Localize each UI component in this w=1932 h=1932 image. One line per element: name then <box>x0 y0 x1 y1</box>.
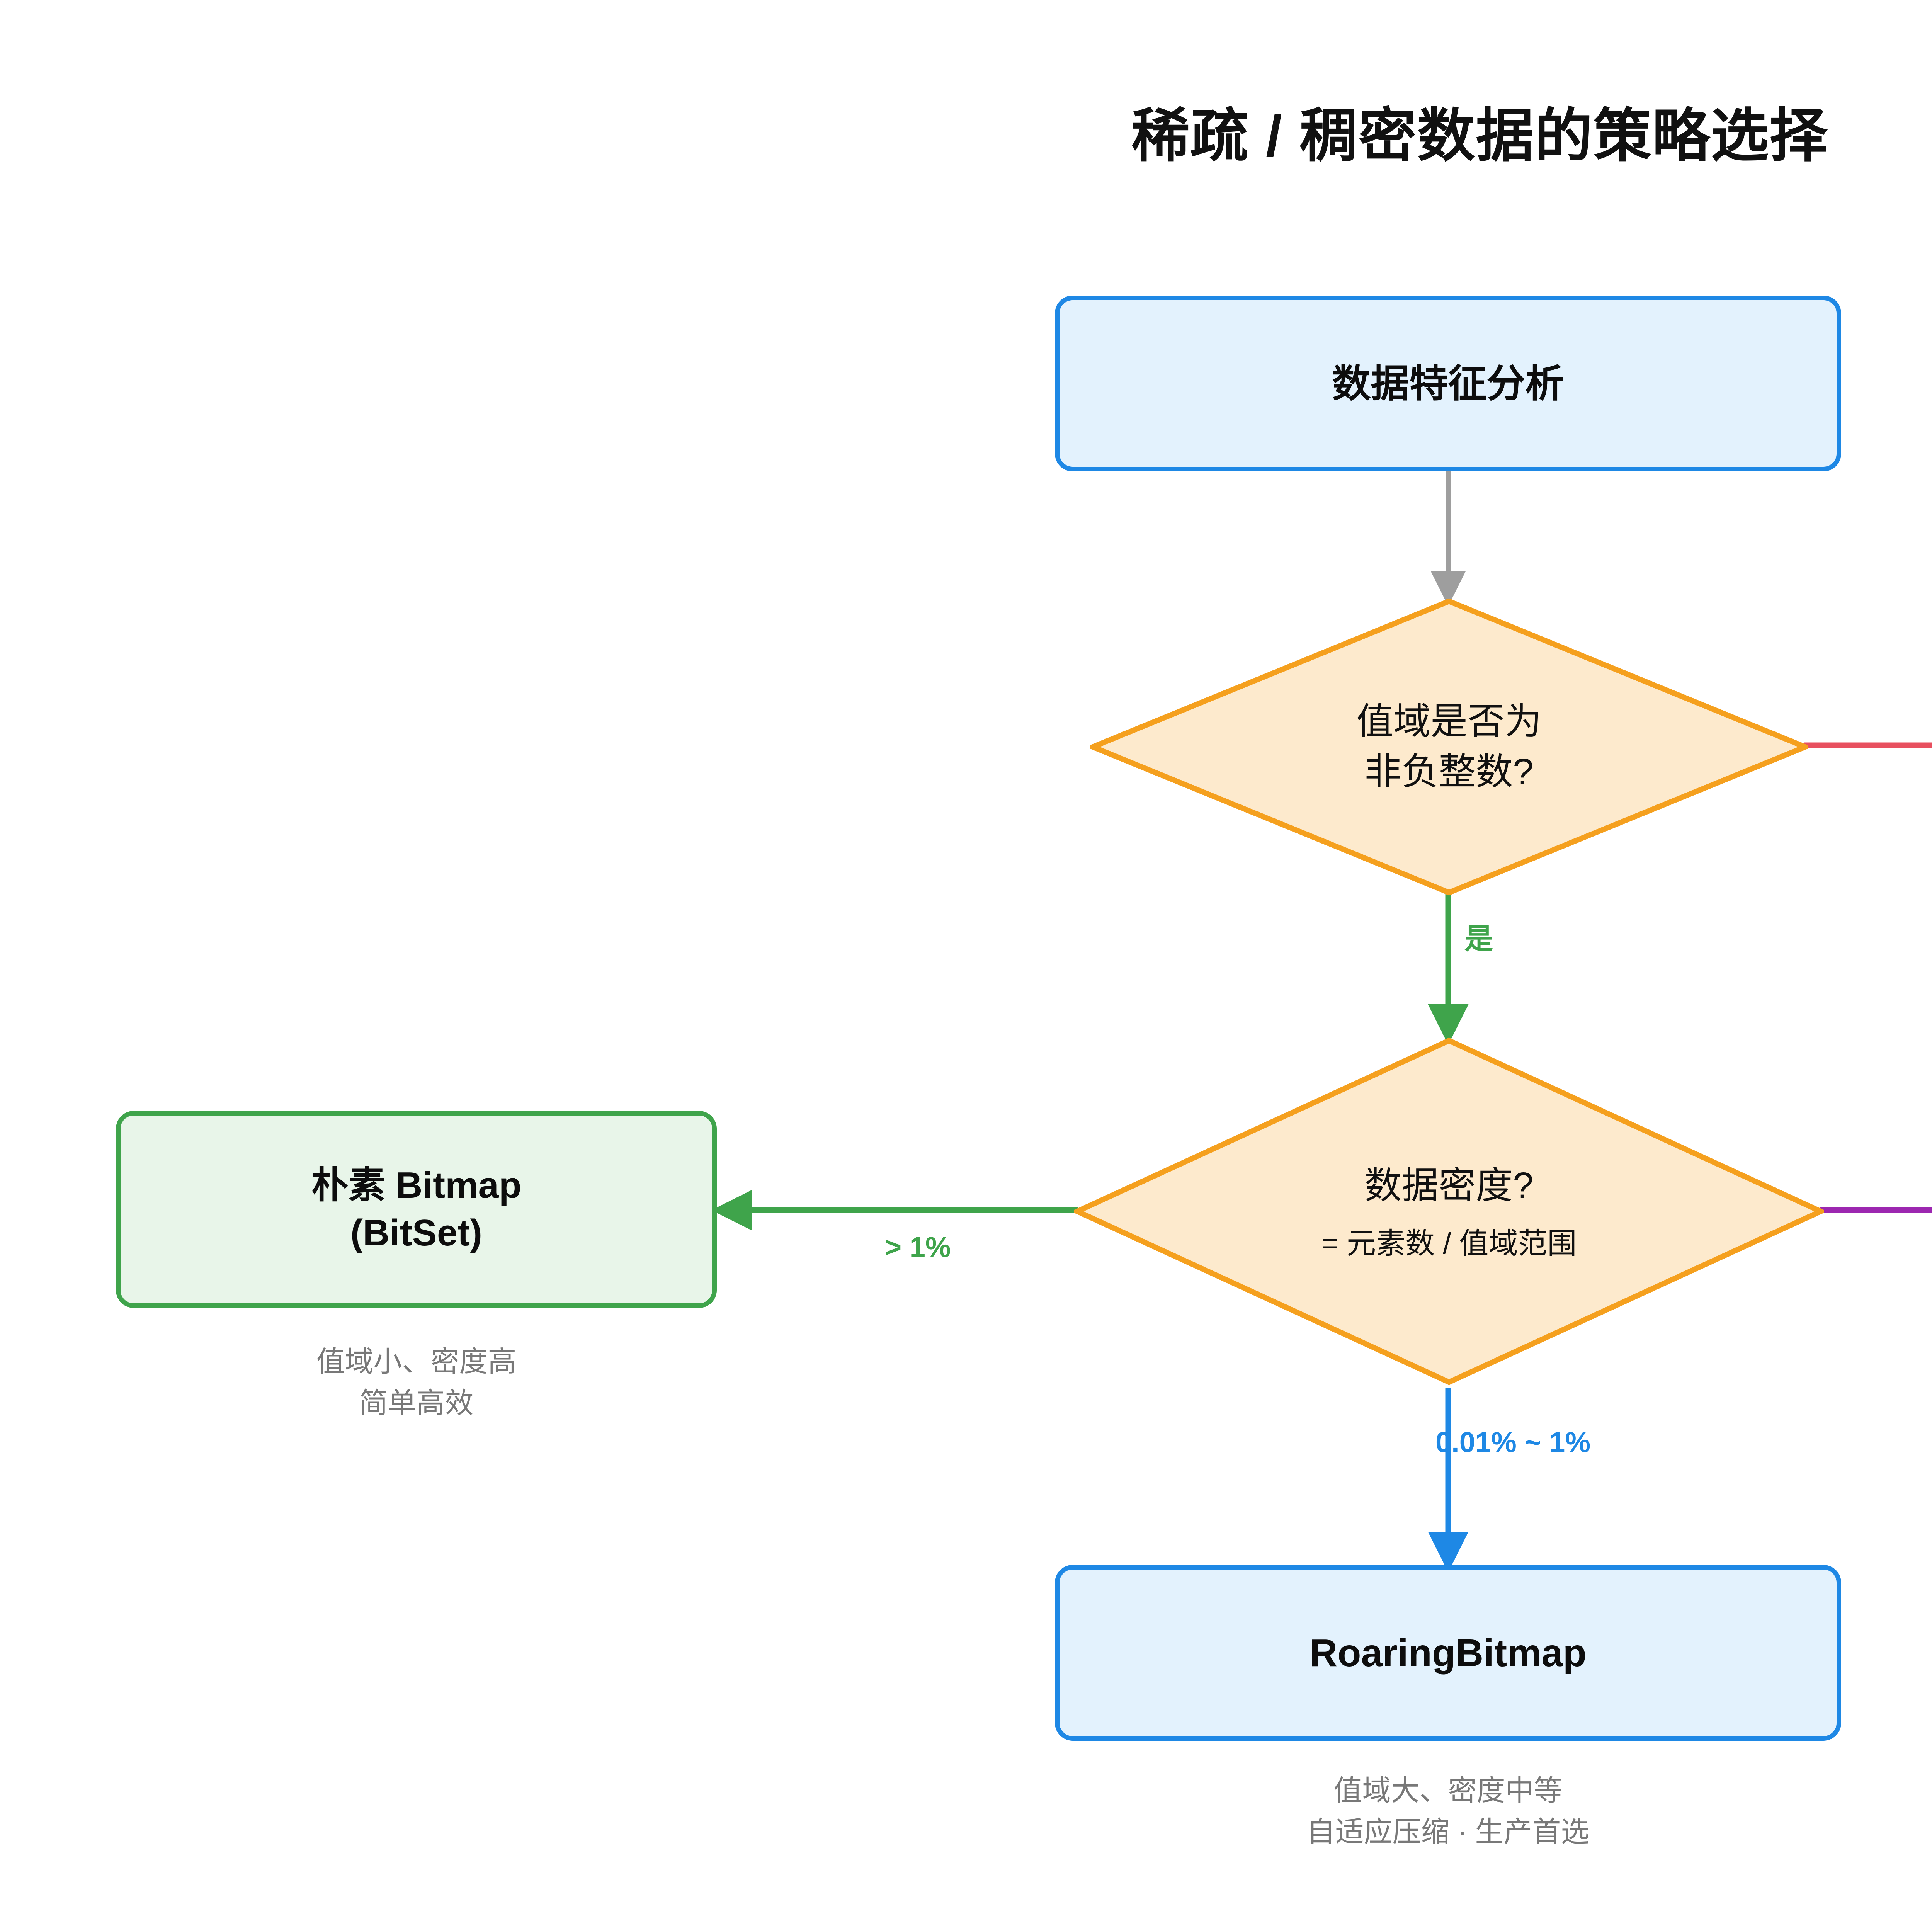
page-title: 稀疏 / 稠密数据的策略选择 <box>1131 103 1828 168</box>
node-plain-bitmap[interactable]: 朴素 Bitmap (BitSet) <box>116 1111 717 1308</box>
diamond-shape <box>1074 1037 1824 1385</box>
edge-label-dense: > 1% <box>885 1231 951 1263</box>
caption-roaring-line1: 值域大、密度中等 <box>1333 1774 1563 1806</box>
node-bitset-line1: 朴素 Bitmap <box>311 1165 522 1206</box>
node-roaring-bitmap[interactable]: RoaringBitmap <box>1055 1565 1841 1741</box>
diamond-shape <box>1090 598 1808 896</box>
node-start-label: 数据特征分析 <box>1332 362 1564 405</box>
caption-roaring-line2: 自适应压缩 · 生产首选 <box>1306 1816 1590 1848</box>
caption-bitset-line1: 值域小、密度高 <box>316 1345 517 1378</box>
caption-bitset-line2: 简单高效 <box>359 1387 474 1419</box>
node-start[interactable]: 数据特征分析 <box>1055 296 1841 471</box>
node-decision-value-range[interactable]: 值域是否为 非负整数? <box>1090 598 1808 896</box>
edge-label-yes: 是 <box>1464 923 1493 955</box>
node-decision-density[interactable]: 数据密度? = 元素数 / 值域范围 <box>1074 1037 1824 1385</box>
caption-bitset: 值域小、密度高 简单高效 <box>116 1341 717 1424</box>
caption-roaring: 值域大、密度中等 自适应压缩 · 生产首选 <box>1055 1770 1841 1853</box>
node-bitset-line2: (BitSet) <box>350 1212 483 1253</box>
edge-label-mid: 0.01% ~ 1% <box>1435 1426 1591 1458</box>
node-roaring-label: RoaringBitmap <box>1310 1631 1587 1675</box>
